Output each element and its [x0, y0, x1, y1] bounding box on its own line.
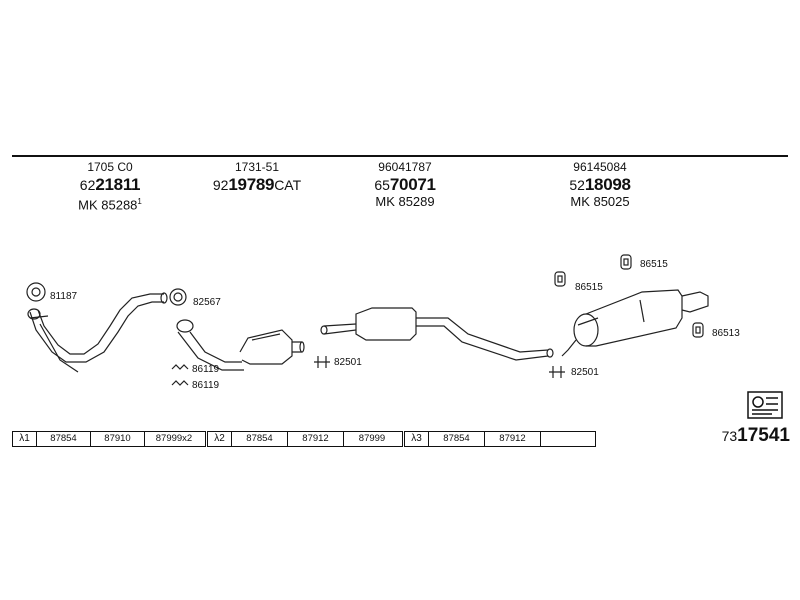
table-cell — [541, 432, 595, 446]
part-label-mount: 86513 — [712, 328, 740, 339]
lambda-label: λ2 — [208, 432, 232, 446]
center-silencer-drawing — [320, 307, 554, 361]
clamp-icon — [171, 364, 189, 386]
part-column-catalyst: 1731-51 9219789CAT — [182, 160, 332, 194]
catalyst-drawing — [176, 319, 305, 371]
part-column-front-pipe: 1705 C0 6221811 MK 852881 — [35, 160, 185, 213]
oem-ref: 1731-51 — [234, 160, 280, 174]
mount-kit: MK 85289 — [375, 194, 435, 209]
mount-kit: MK 85025 — [570, 194, 630, 209]
gasket-ring-icon — [26, 282, 46, 302]
table-cell: 87912 — [485, 432, 541, 446]
table-cell: 87910 — [91, 432, 145, 446]
part-number: 6221811 — [79, 175, 141, 194]
table-cell: 87854 — [232, 432, 288, 446]
lambda-label: λ3 — [405, 432, 429, 446]
part-label-mount: 86515 — [575, 282, 603, 293]
mount-kit: MK 852881 — [78, 197, 142, 213]
rubber-mount-icon — [554, 254, 704, 338]
part-label-gasket: 82567 — [193, 297, 221, 308]
part-label-clamp: 86119 — [192, 364, 220, 375]
table-cell: 87999x2 — [155, 433, 193, 444]
table-cell: 87854 — [37, 432, 91, 446]
table-cell: 87912 — [288, 432, 344, 446]
lambda-label: λ1 — [13, 432, 37, 446]
parts-table-3: λ3 87854 87912 — [404, 431, 596, 447]
part-label-hanger: 82501 — [334, 357, 362, 368]
part-column-center-silencer: 96041787 6570071 MK 85289 — [330, 160, 480, 210]
oem-ref: 96041787 — [378, 160, 432, 174]
hanger-icon — [314, 356, 565, 378]
kit-number: 7317541 — [721, 425, 790, 446]
part-number: 5218098 — [569, 175, 631, 194]
oem-ref: 96145084 — [573, 160, 627, 174]
front-pipe-drawing — [27, 292, 168, 373]
parts-table-1: λ1 87854 87910 87999x2 — [12, 431, 206, 447]
part-column-rear-silencer: 96145084 5218098 MK 85025 — [525, 160, 675, 210]
parts-table-2: λ2 87854 87912 87999 — [207, 431, 403, 447]
fitting-instructions-icon — [747, 391, 783, 419]
part-label-hanger: 82501 — [571, 367, 599, 378]
part-label-clamp: 86119 — [192, 380, 220, 391]
part-number: 9219789CAT — [212, 175, 302, 194]
table-cell: 87854 — [429, 432, 485, 446]
header-rule — [12, 155, 788, 157]
part-number: 6570071 — [374, 175, 436, 194]
gasket-ring-icon — [169, 288, 187, 306]
part-label-mount: 86515 — [640, 259, 668, 270]
oem-ref: 1705 C0 — [87, 160, 133, 174]
rear-silencer-drawing — [561, 289, 709, 357]
table-cell: 87999 — [358, 433, 386, 444]
part-label-gasket: 81187 — [50, 291, 78, 302]
